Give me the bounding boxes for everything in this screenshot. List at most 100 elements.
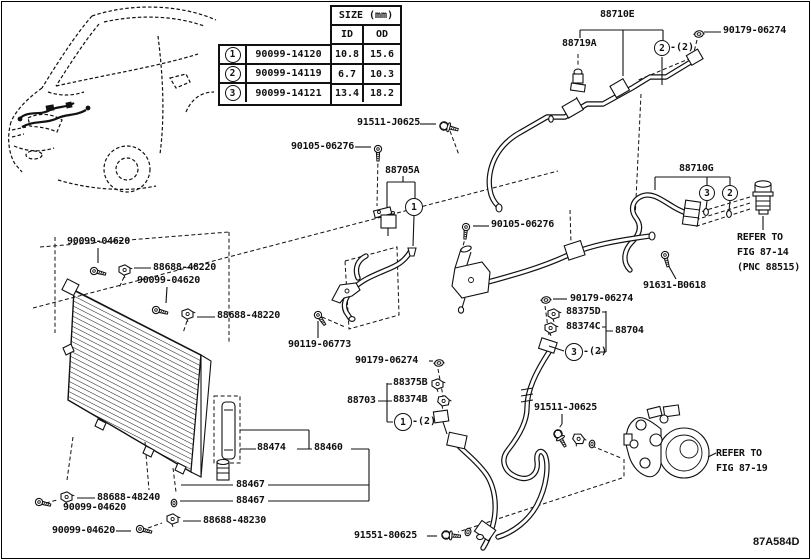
pipe-88710g: [622, 192, 702, 273]
construction-lines: [32, 39, 751, 533]
bolt-icon: [438, 119, 460, 135]
label-88688-48220-b: 88688-48220: [217, 310, 280, 321]
screw-icon: [660, 250, 673, 269]
cell-od: 10.3: [369, 68, 395, 80]
vehicle-outline: [8, 6, 217, 193]
label-88703: 88703: [347, 395, 376, 406]
expansion-valve-part: [451, 245, 491, 314]
clamp-icon: [547, 308, 562, 323]
ref-circle-2: 2: [722, 185, 738, 201]
cell-part-number: 90099-14120: [255, 49, 322, 60]
bracket-pipe-88705a: [331, 206, 417, 322]
label-91511-j0625-b: 91511-J0625: [534, 402, 597, 413]
note-line: FIG 87-14: [737, 247, 789, 258]
label-90179-06274-a: 90179-06274: [723, 25, 786, 36]
label-90099-04620-c: 90099-04620: [63, 502, 126, 513]
clamp-icon: [436, 394, 453, 411]
nut-icon: [539, 295, 553, 305]
label-88474: 88474: [257, 442, 286, 453]
label-88719a: 88719A: [562, 38, 597, 49]
ref-circle-2: 2: [654, 40, 670, 56]
label-88467-a: 88467: [236, 479, 265, 490]
ref-circle-3: 3: [699, 185, 715, 201]
drawing-number: 87A584D: [753, 536, 800, 548]
cell-part-number: 90099-14121: [255, 87, 322, 99]
label-91511-j0625-a: 91511-J0625: [357, 117, 420, 128]
label-88688-48220-a: 88688-48220: [153, 262, 216, 273]
qty-suffix: -(2): [583, 346, 608, 357]
label-88688-48240: 88688-48240: [97, 492, 160, 503]
cell-part-number: 90099-14119: [255, 68, 322, 79]
ref-circle: 1: [224, 46, 241, 63]
grommet-icon: [170, 498, 178, 508]
label-88460: 88460: [314, 442, 343, 453]
note-line: REFER TO: [716, 448, 762, 459]
note-line: (PNC 88515): [737, 262, 800, 273]
note-refer-fig-87-19: REFER TO FIG 87-19: [716, 446, 768, 476]
nut-icon: [692, 29, 706, 39]
screw-icon: [460, 222, 471, 240]
nut-icon: [432, 358, 446, 368]
bolt-icon: [551, 427, 570, 450]
col-header-id: ID: [332, 26, 364, 43]
clamp-icon: [118, 264, 133, 279]
clamp-icon: [544, 322, 559, 337]
qty-suffix: -(2): [412, 416, 437, 427]
receiver-cap: [216, 458, 230, 481]
label-88688-48230: 88688-48230: [203, 515, 266, 526]
col-header-od: OD: [375, 29, 389, 40]
label-90099-04620-a: 90099-04620: [67, 236, 130, 247]
grommet-icon: [463, 526, 473, 538]
label-88374b: 88374B: [393, 394, 428, 405]
joint-88719a-part: [569, 68, 586, 93]
ref-circle-1: 1: [405, 198, 423, 216]
size-table-right: SIZE (mm) ID OD 10.8 15.6 6.7 10.3 13.4 …: [330, 5, 402, 106]
screw-icon: [135, 524, 154, 537]
label-88710e: 88710E: [600, 9, 635, 20]
label-88710g: 88710G: [679, 163, 714, 174]
screw-icon: [373, 144, 383, 162]
screw-icon: [89, 266, 108, 279]
screw-icon: [34, 497, 53, 510]
liquid-pipe: [485, 231, 656, 285]
size-table-left: 1 90099-14120 2 90099-14119 3 90099-1412…: [218, 44, 330, 106]
leader-lines: [77, 29, 764, 537]
cell-od: 15.6: [369, 48, 395, 60]
check-valve-part: [752, 180, 774, 215]
receiver-drier: [221, 401, 236, 460]
cell-id: 6.7: [332, 65, 364, 83]
clamp-icon: [431, 378, 446, 393]
screw-icon: [151, 305, 170, 318]
label-88705a: 88705A: [385, 165, 420, 176]
ref-circle: 2: [224, 65, 241, 82]
label-90105-06276-b: 90105-06276: [491, 219, 554, 230]
condenser-core: [61, 278, 212, 478]
ref-circle-1: 1: [394, 413, 412, 431]
note-line: FIG 87-19: [716, 463, 768, 474]
label-90099-04620-d: 90099-04620: [52, 525, 115, 536]
label-88467-b: 88467: [236, 495, 265, 506]
label-88375d: 88375D: [566, 306, 601, 317]
cell-od: 18.2: [369, 88, 395, 99]
pipe-88710e: [486, 48, 704, 213]
clamp-icon: [181, 308, 196, 323]
grommet-icon: [588, 439, 596, 449]
engine-bay-piping-highlight: [17, 101, 91, 128]
label-90099-04620-b: 90099-04620: [137, 275, 200, 286]
cell-id: 10.8: [332, 45, 364, 63]
label-90179-06274-b: 90179-06274: [570, 293, 633, 304]
clamp-icon: [570, 431, 589, 450]
label-91551-80625: 91551-80625: [354, 530, 417, 541]
qty-suffix: -(2): [670, 42, 695, 53]
clamp-icon: [166, 513, 181, 528]
ref-circle: 3: [224, 85, 241, 101]
label-88374c: 88374C: [566, 321, 601, 332]
hose-end-fitting: [473, 519, 497, 542]
label-90179-06274-c: 90179-06274: [355, 355, 418, 366]
size-table-title: SIZE (mm): [338, 10, 394, 21]
label-90105-06276-a: 90105-06276: [291, 141, 354, 152]
label-88375b: 88375B: [393, 377, 428, 388]
label-90119-06773: 90119-06773: [288, 339, 351, 350]
